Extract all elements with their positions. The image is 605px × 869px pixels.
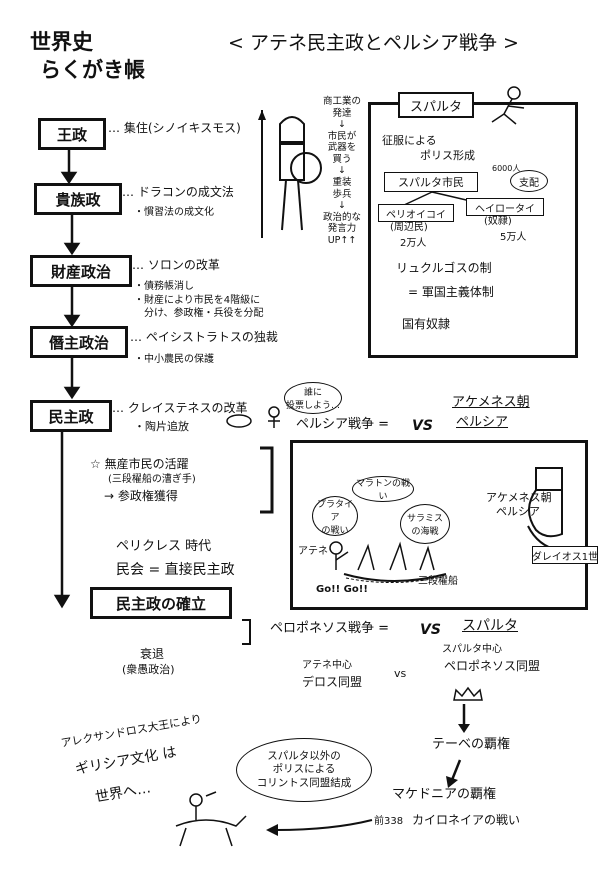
stage-desc-timocracy: … ソロンの改革 — [132, 258, 220, 272]
pericles-line2: 民会 = 直接民主政 — [116, 562, 235, 578]
delian-line1: アテネ中心 — [302, 660, 352, 671]
bracket-proletarian — [260, 446, 274, 514]
hoplite-note: ↓ — [338, 165, 346, 177]
persian-enemy-line1: アケメネス朝 — [452, 395, 530, 410]
athens-label: アテネ — [298, 546, 328, 557]
hoplite-note: 歩兵 — [332, 188, 352, 200]
peloponnesian-line1: スパルタ中心 — [442, 644, 502, 655]
stage-desc-monarchy: … 集住(シノイキスモス) — [108, 121, 241, 135]
stage-desc-aristocracy: … ドラコンの成文法 — [122, 185, 234, 199]
state-slaves: 国有奴隷 — [402, 317, 451, 331]
sparta-line-1: 征服による — [382, 134, 437, 147]
hoplite-note: 買う — [332, 153, 352, 165]
pericles-line1: ペリクレス 時代 — [116, 539, 212, 554]
hoplite-note: 発達 — [332, 107, 352, 119]
hoplite-cause-notes: 商工業の 発達 ↓ 市民が 武器を 買う ↓ 重装 歩兵 ↓ 政治的な 発言力 … — [320, 96, 364, 247]
page-title: < アテネ民主政とペルシア戦争 > — [228, 32, 519, 54]
decline-line2: (衆愚政治) — [122, 663, 175, 676]
running-spartan-icon — [491, 86, 525, 125]
perioikoi-count: 2万人 — [400, 238, 427, 249]
helot-box: ヘイロータイ — [466, 198, 544, 216]
helot-count: 5万人 — [500, 232, 527, 243]
perioikoi-box: ペリオイコイ — [378, 204, 454, 222]
stage-box-democracy: 民主政 — [30, 400, 112, 432]
stage-desc-democracy: … クレイステネスの改革 — [112, 401, 248, 415]
hoplite-note: UP↑↑ — [327, 234, 357, 246]
bubble-plataea: プラタイア の戦い — [312, 496, 358, 536]
ostracism-speech-bubble: 誰に 投票しよう… — [284, 382, 342, 414]
athenian-soldier-icon — [329, 541, 349, 570]
chaeronea-battle: カイロネイアの戦い — [412, 813, 521, 827]
decline-line1: 衰退 — [140, 647, 165, 661]
curved-arrow-to-alexander — [266, 819, 373, 836]
logo-line2: らくがき帳 — [40, 58, 145, 82]
stage-box-aristocracy: 貴族政 — [34, 183, 122, 215]
crown-icon — [453, 686, 483, 701]
proletarian-line2: (三段櫂船の漕ぎ手) — [108, 474, 196, 485]
sparta-citizen-box: スパルタ市民 — [384, 172, 478, 192]
voter-figure-icon — [268, 406, 280, 428]
bubble-marathon: マラトンの戦い — [352, 476, 414, 502]
perioikoi-sub: (周辺民) — [390, 222, 428, 233]
bracket-peloponnesian — [242, 619, 251, 645]
potsherd-icon — [226, 414, 252, 428]
stage-box-monarchy: 王政 — [38, 118, 106, 150]
peloponnesian-line2: ペロポネソス同盟 — [444, 659, 541, 673]
militarism: = 軍国主義体制 — [408, 285, 494, 299]
sparta-title: スパルタ — [398, 92, 474, 118]
hoplite-note: 市民が — [327, 130, 357, 142]
lycurgus-system: リュクルゴスの制 — [396, 261, 492, 275]
stage-note-timocracy-2: ・財産により市民を4階級に — [134, 295, 261, 306]
go-shout: Go!! Go!! — [316, 584, 368, 595]
persian-enemy-line2: ペルシア — [456, 415, 509, 430]
persian-war-vs: VS — [412, 418, 433, 434]
stage-note-democracy: ・陶片追放 — [134, 420, 189, 433]
corinth-league-bubble: スパルタ以外の ポリスによる コリントス同盟結成 — [236, 738, 372, 802]
logo-line1: 世界史 — [30, 30, 93, 54]
chaeronea-year: 前338 — [374, 816, 404, 827]
hoplite-note: ↓ — [338, 119, 346, 131]
stage-desc-tyranny: … ペイシストラトスの独裁 — [130, 330, 278, 344]
final-box-democracy-established: 民主政の確立 — [90, 587, 232, 619]
rule-badge: 支配 — [510, 170, 548, 192]
stage-note-tyranny: ・中小農民の保護 — [134, 354, 214, 365]
thebes-hegemony: テーベの覇権 — [432, 737, 511, 752]
peloponnesian-war-label: ペロポネソス戦争 = — [270, 621, 390, 636]
hoplite-note: 重装 — [332, 177, 352, 189]
hoplite-note: 武器を — [327, 142, 357, 154]
persian-war-label: ペルシア戦争 = — [296, 417, 390, 432]
peloponnesian-war-vs: VS — [420, 622, 441, 638]
hoplite-warrior-icon — [258, 110, 322, 238]
stage-box-tyranny: 僭主政治 — [30, 326, 128, 358]
stage-note-timocracy-1: ・債務帳消し — [134, 281, 194, 292]
stage-note-aristocracy: ・慣習法の成文化 — [134, 207, 214, 218]
bubble-salamis: サラミス の海戦 — [400, 504, 450, 544]
proletarian-line3: → 参政権獲得 — [104, 489, 178, 503]
hegemony-arrows — [446, 704, 470, 788]
helot-sub: (奴隷) — [484, 216, 512, 227]
hoplite-note: 発言力 — [327, 223, 357, 235]
stage-note-timocracy-3: 分け、参政権・兵役を分配 — [134, 308, 264, 319]
panel-persia-label1: アケメネス朝 — [486, 491, 552, 504]
peloponnesian-enemy: スパルタ — [462, 618, 518, 634]
sparta-line-2: ポリス形成 — [420, 149, 475, 162]
trireme-label: 三段櫂船 — [418, 576, 458, 587]
delian-line2: デロス同盟 — [302, 675, 363, 689]
darius-king-icon — [527, 467, 563, 551]
darius-label: ダレイオス1世 — [532, 546, 598, 564]
proletarian-line1: ☆ 無産市民の活躍 — [90, 457, 189, 471]
stage-box-timocracy: 財産政治 — [30, 255, 132, 287]
league-vs: vs — [394, 667, 407, 680]
sparta-citizen-count: 6000人 — [492, 164, 521, 173]
hoplite-note: ↓ — [338, 200, 346, 212]
hoplite-note: 商工業の — [322, 96, 361, 107]
macedon-hegemony: マケドニアの覇権 — [392, 787, 497, 802]
hoplite-note: 政治的な — [322, 211, 361, 223]
persian-war-panel — [290, 440, 588, 610]
alexander-horse-rider-icon — [175, 791, 247, 847]
trireme-ships-icon — [343, 541, 447, 584]
